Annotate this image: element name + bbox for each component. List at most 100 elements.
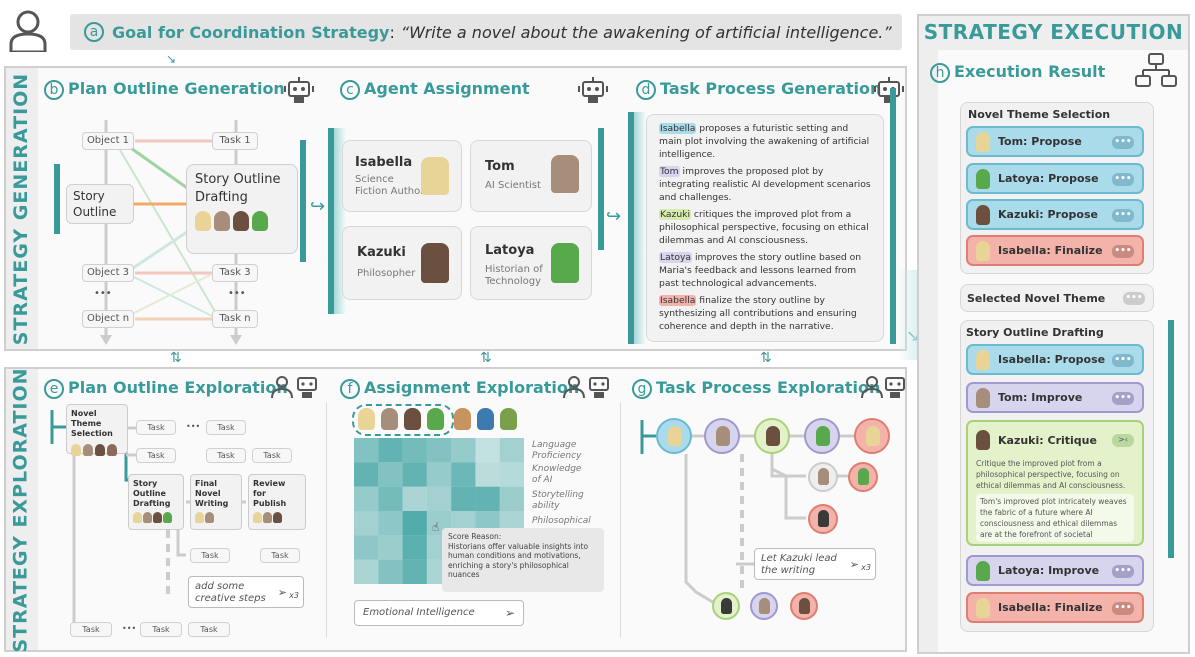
heatmap-cell[interactable] (451, 438, 476, 463)
process-node[interactable] (704, 418, 740, 454)
process-node[interactable] (808, 504, 838, 534)
heatmap-cell[interactable] (402, 462, 427, 487)
process-node[interactable] (754, 418, 790, 454)
heatmap-cell[interactable] (354, 559, 379, 584)
heatmap-cell[interactable] (378, 486, 403, 511)
latoya-avatar (551, 243, 579, 283)
heatmap-cell[interactable] (354, 511, 379, 536)
heatmap-cell[interactable] (378, 535, 403, 560)
agent-assignment-input-bar (328, 128, 334, 314)
execution-step[interactable]: Latoya: Improve••• (966, 555, 1144, 586)
agent-card-latoya[interactable]: Latoya Historian of Technology (470, 226, 592, 300)
kazuki-avatar (233, 211, 249, 231)
heatmap-cell[interactable] (499, 438, 524, 463)
strategy-generation-label: STRATEGY GENERATION (10, 72, 32, 345)
heatmap-cell[interactable] (402, 511, 427, 536)
suggestion-input[interactable]: add some creative steps ➢x3 (188, 576, 304, 608)
heatmap-cell[interactable] (426, 438, 452, 463)
task-process-input-bar (628, 112, 634, 344)
suggestion-input[interactable]: Let Kazuki lead the writing ➢x3 (754, 548, 876, 580)
execution-step[interactable]: Isabella: Finalize••• (966, 235, 1144, 266)
execution-step[interactable]: Kazuki: Propose••• (966, 199, 1144, 230)
robot-icon (874, 77, 904, 103)
group-title: Novel Theme Selection (968, 108, 1111, 121)
execution-step[interactable]: Latoya: Propose••• (966, 163, 1144, 194)
heatmap-cell[interactable] (402, 535, 427, 560)
agent-tag: Kazuki (659, 209, 692, 220)
heatmap-cell[interactable] (475, 438, 500, 463)
story-outline-node: Story Outline (66, 184, 134, 224)
process-step: Latoya improves the story outline based … (659, 252, 862, 289)
heatmap-cell[interactable] (402, 559, 427, 584)
criterion-input[interactable]: Emotional Intelligence➢ (354, 600, 524, 626)
plan-outline-output-bar (300, 140, 306, 262)
agent-role: Philosopher (357, 268, 416, 279)
process-node[interactable] (808, 462, 838, 492)
heatmap-cell[interactable] (426, 462, 452, 487)
selected-novel-theme[interactable]: Selected Novel Theme••• (960, 284, 1154, 312)
agent-selection-group[interactable] (352, 404, 454, 436)
heatmap-cell[interactable] (402, 486, 427, 511)
heatmap-cell[interactable] (354, 486, 379, 511)
story-outline-drafting-node: Story Outline Drafting (186, 164, 298, 254)
execution-step[interactable]: Isabella: Propose••• (966, 344, 1144, 375)
kazuki-critique-expanded[interactable]: Kazuki: Critique >‹ Critique the improve… (966, 420, 1144, 546)
heatmap-cell[interactable] (402, 438, 427, 463)
execution-step[interactable]: Tom: Improve••• (966, 382, 1144, 413)
process-node[interactable] (848, 462, 878, 492)
critique-description: Critique the improved plot from a philos… (976, 459, 1126, 490)
criterion-label: Storytelling ability (532, 490, 584, 511)
task-node: Task 1 (212, 132, 258, 150)
heatmap-cell[interactable] (451, 462, 476, 487)
process-node[interactable] (656, 418, 692, 454)
task-node: Task (136, 420, 176, 435)
story-outline-drafting-node: Story Outline Drafting (128, 474, 184, 530)
human-robot-icon (861, 376, 905, 399)
execution-step[interactable]: Tom: Propose••• (966, 126, 1144, 157)
heatmap-cell[interactable] (378, 511, 403, 536)
agent-card-tom[interactable]: Tom AI Scientist (470, 140, 592, 212)
ellipsis: ••• (186, 422, 201, 431)
task-node: Task (70, 622, 112, 637)
agent-card-kazuki[interactable]: Kazuki Philosopher (342, 226, 462, 300)
heatmap-cell[interactable] (354, 438, 379, 463)
goal-bar: a Goal for Coordination Strategy: “Write… (70, 14, 902, 50)
heatmap-cell[interactable] (378, 462, 403, 487)
task-node: Task 3 (212, 264, 258, 282)
heatmap-cell[interactable] (475, 462, 500, 487)
heatmap-cell[interactable] (378, 438, 403, 463)
criterion-label: Philosophical (532, 516, 591, 526)
process-node[interactable] (712, 592, 740, 620)
send-icon[interactable]: ➢ (849, 558, 859, 571)
criterion-label: Language Proficiency (532, 440, 582, 461)
heatmap-cell[interactable] (475, 486, 500, 511)
heatmap-cell[interactable] (378, 559, 403, 584)
heatmap-cell[interactable] (499, 462, 524, 487)
process-node[interactable] (804, 418, 840, 454)
flow-arrow-icon: ↪ (310, 196, 326, 217)
collapse-icon[interactable]: >‹ (1112, 434, 1134, 447)
agent-card-isabella[interactable]: Isabella Science Fiction Author (342, 140, 462, 212)
heatmap-cell[interactable] (354, 462, 379, 487)
heatmap-cell[interactable] (499, 486, 524, 511)
teal-gradient (634, 112, 646, 344)
execution-step[interactable]: Isabella: Finalize••• (966, 592, 1144, 623)
process-node[interactable] (750, 592, 778, 620)
object-node: Object 1 (82, 132, 134, 150)
send-icon[interactable]: ➢ (277, 586, 287, 599)
task-node: Task (136, 448, 176, 463)
task-node: Task (190, 548, 230, 563)
tooltip-text: Historians offer valuable insights into … (448, 541, 589, 580)
heatmap-cell[interactable] (426, 486, 452, 511)
heatmap-cell[interactable] (451, 486, 476, 511)
exchange-arrow-icon: ⇅ (170, 350, 182, 366)
process-node[interactable] (790, 592, 818, 620)
process-step: Isabella proposes a futuristic setting a… (659, 123, 870, 160)
heatmap-cell[interactable] (354, 535, 379, 560)
process-node[interactable] (854, 418, 890, 454)
send-icon[interactable]: ➢ (504, 606, 515, 620)
